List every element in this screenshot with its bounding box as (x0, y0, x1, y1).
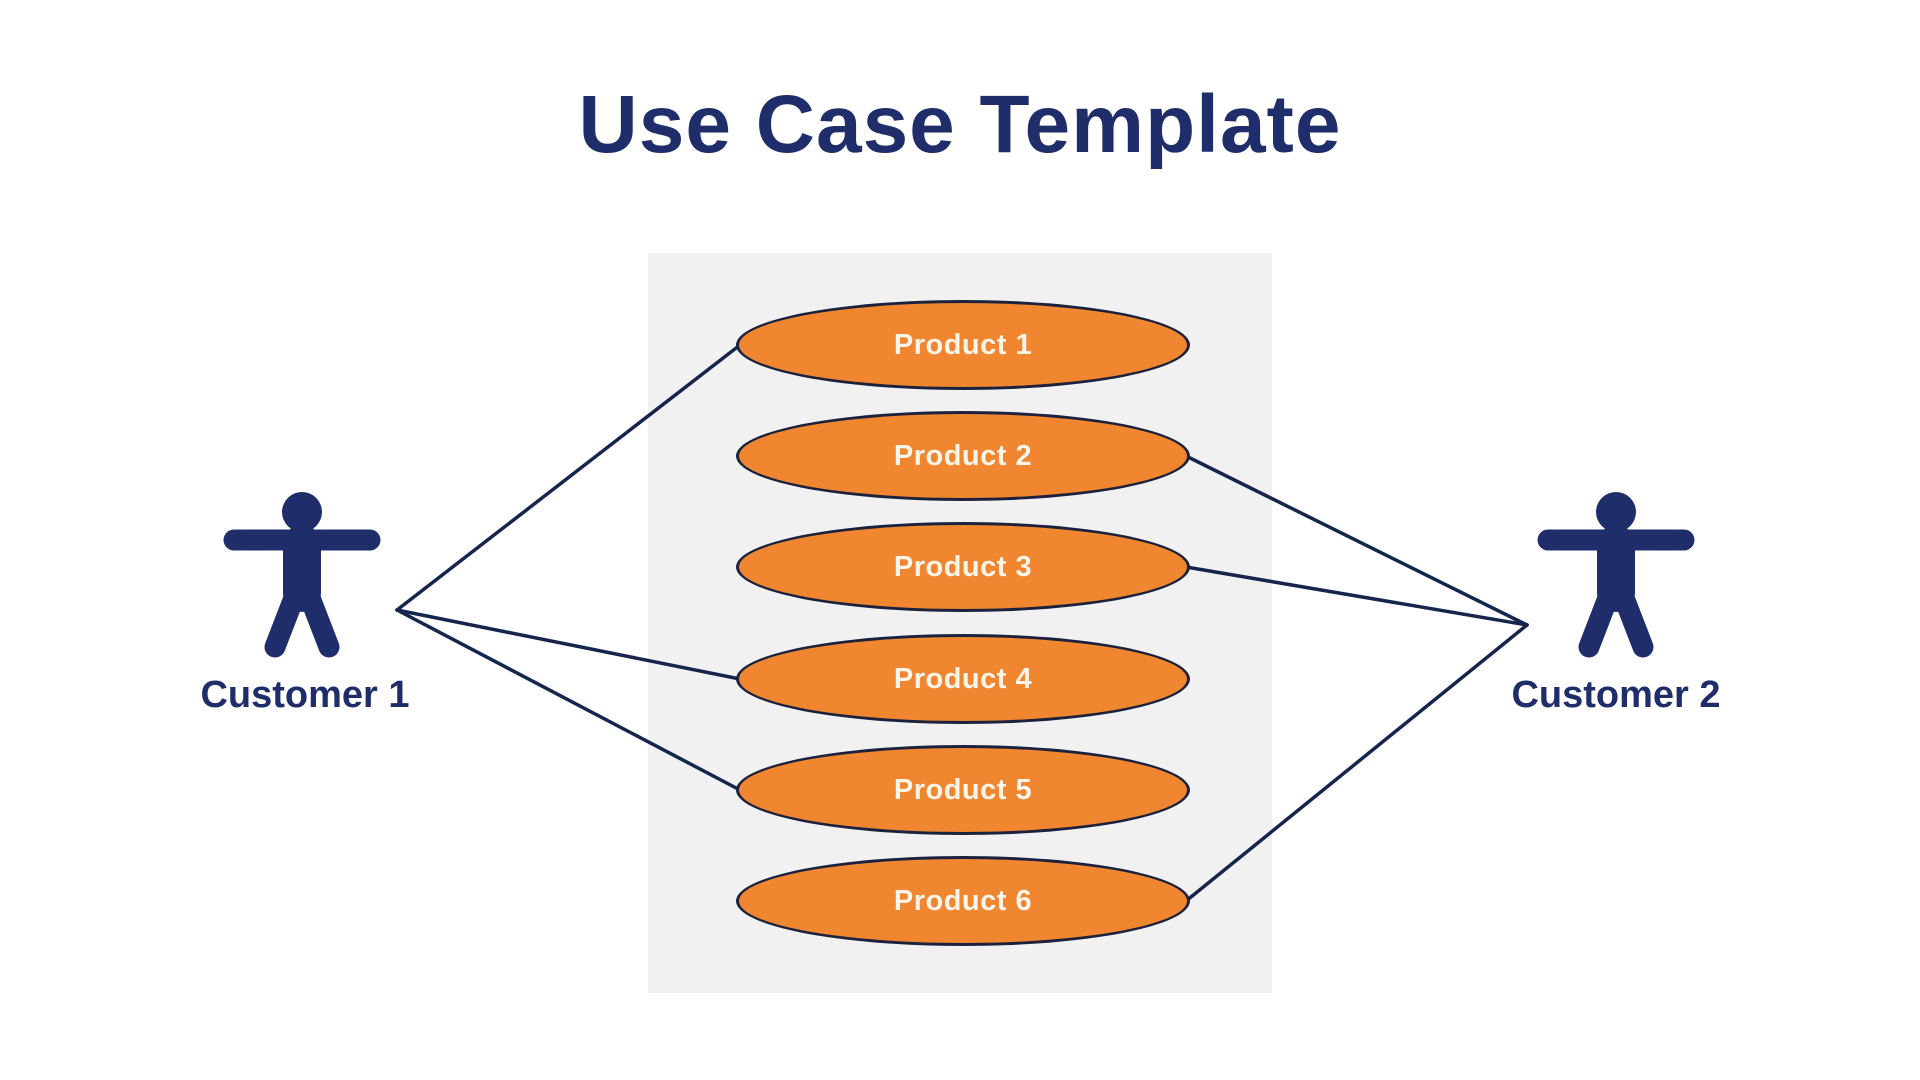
use-case-product-2: Product 2 (736, 411, 1190, 501)
use-case-label: Product 2 (893, 439, 1033, 472)
association-customer2-product3 (1184, 565, 1529, 627)
diagram-title: Use Case Template (578, 79, 1342, 170)
association-customer2-product6 (1184, 623, 1529, 903)
association-customer1-product5 (395, 608, 742, 792)
use-case-label: Product 5 (893, 773, 1033, 806)
actor-customer2-icon (1537, 492, 1695, 658)
actor-customer2-label: Customer 2 (1511, 674, 1721, 716)
use-case-label: Product 3 (893, 550, 1033, 583)
use-case-product-6: Product 6 (736, 856, 1190, 946)
use-case-product-1: Product 1 (736, 300, 1190, 390)
association-customer1-product1 (395, 343, 742, 612)
use-case-label: Product 4 (893, 662, 1033, 695)
use-case-product-5: Product 5 (736, 745, 1190, 835)
use-case-product-4: Product 4 (736, 634, 1190, 724)
use-case-product-3: Product 3 (736, 522, 1190, 612)
association-customer1-product4 (395, 608, 742, 681)
use-case-label: Product 1 (893, 328, 1033, 361)
use-case-label: Product 6 (893, 884, 1033, 917)
association-customer2-product2 (1184, 454, 1529, 627)
actor-customer1-icon (223, 492, 381, 658)
actor-customer1-label: Customer 1 (200, 674, 410, 716)
